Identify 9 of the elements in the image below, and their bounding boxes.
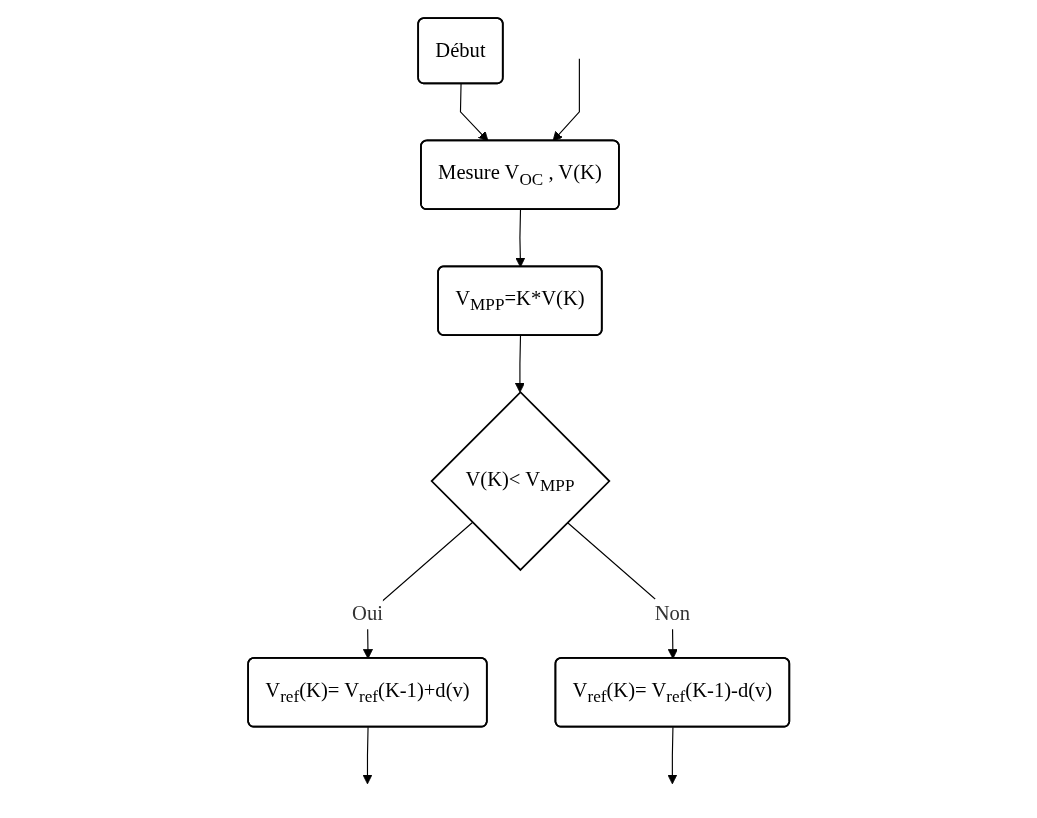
arrow [459,83,489,142]
node-diamond: V(K)< V$_{MPP}$ [430,391,611,572]
arrow [515,209,526,268]
arrow [514,335,525,393]
arrow [552,58,580,142]
arrow [667,726,678,785]
arrow [362,726,373,785]
edge-label: Non [654,601,690,625]
edge-label: Oui [351,601,383,625]
